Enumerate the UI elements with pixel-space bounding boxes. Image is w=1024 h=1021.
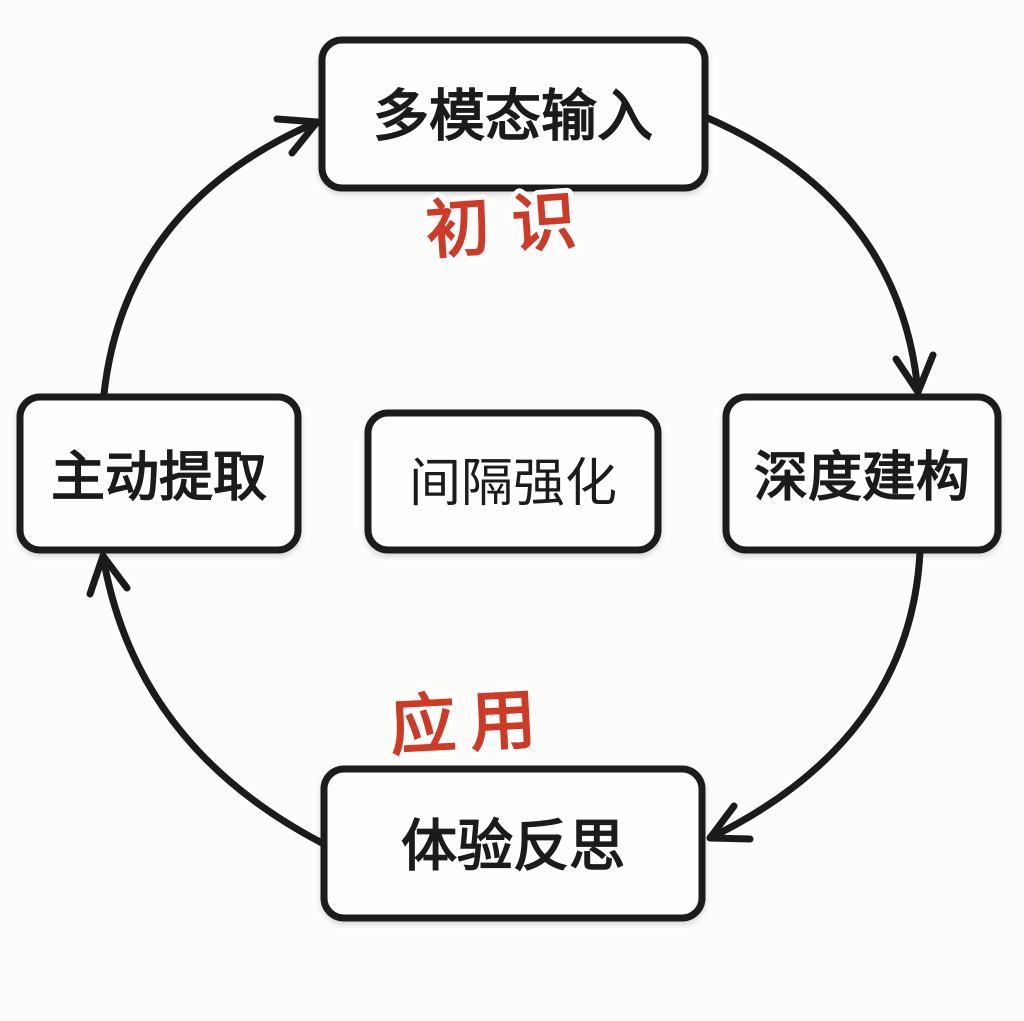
node-top-box bbox=[318, 36, 709, 192]
annotations: 初识 应用 bbox=[383, 178, 605, 771]
arrowhead-bottom-to-left-icon bbox=[86, 552, 131, 598]
arrowhead-top-to-right-icon bbox=[892, 351, 937, 396]
node-left-label: 主动提取 bbox=[51, 446, 267, 509]
node-right-label: 深度建构 bbox=[754, 446, 970, 509]
node-right-box bbox=[722, 393, 1002, 554]
node-center-label: 间隔强化 bbox=[409, 454, 617, 514]
arrowhead-right-to-bottom-icon bbox=[706, 802, 754, 843]
node-top-label: 多模态输入 bbox=[373, 85, 653, 150]
node-top: 多模态输入 bbox=[318, 36, 709, 192]
node-right: 深度建构 bbox=[722, 393, 1002, 554]
node-left: 主动提取 bbox=[16, 393, 302, 554]
node-center-box bbox=[364, 409, 662, 554]
cycle-arrows bbox=[86, 112, 937, 847]
arrow-bottom-to-left bbox=[99, 552, 326, 847]
annotation-yingyong: 应用 bbox=[388, 680, 552, 765]
arrow-right-to-bottom bbox=[706, 548, 924, 842]
arrowhead-left-to-top-icon bbox=[273, 115, 321, 157]
arrow-left-to-top bbox=[100, 118, 321, 398]
node-center: 间隔强化 bbox=[364, 409, 662, 554]
node-left-box bbox=[16, 393, 302, 554]
annotation-chushi: 初识 bbox=[424, 183, 601, 269]
node-bottom-label: 体验反思 bbox=[401, 815, 625, 880]
node-bottom: 体验反思 bbox=[320, 765, 706, 922]
node-bottom-box bbox=[320, 765, 706, 922]
arrow-top-to-right bbox=[699, 112, 922, 396]
